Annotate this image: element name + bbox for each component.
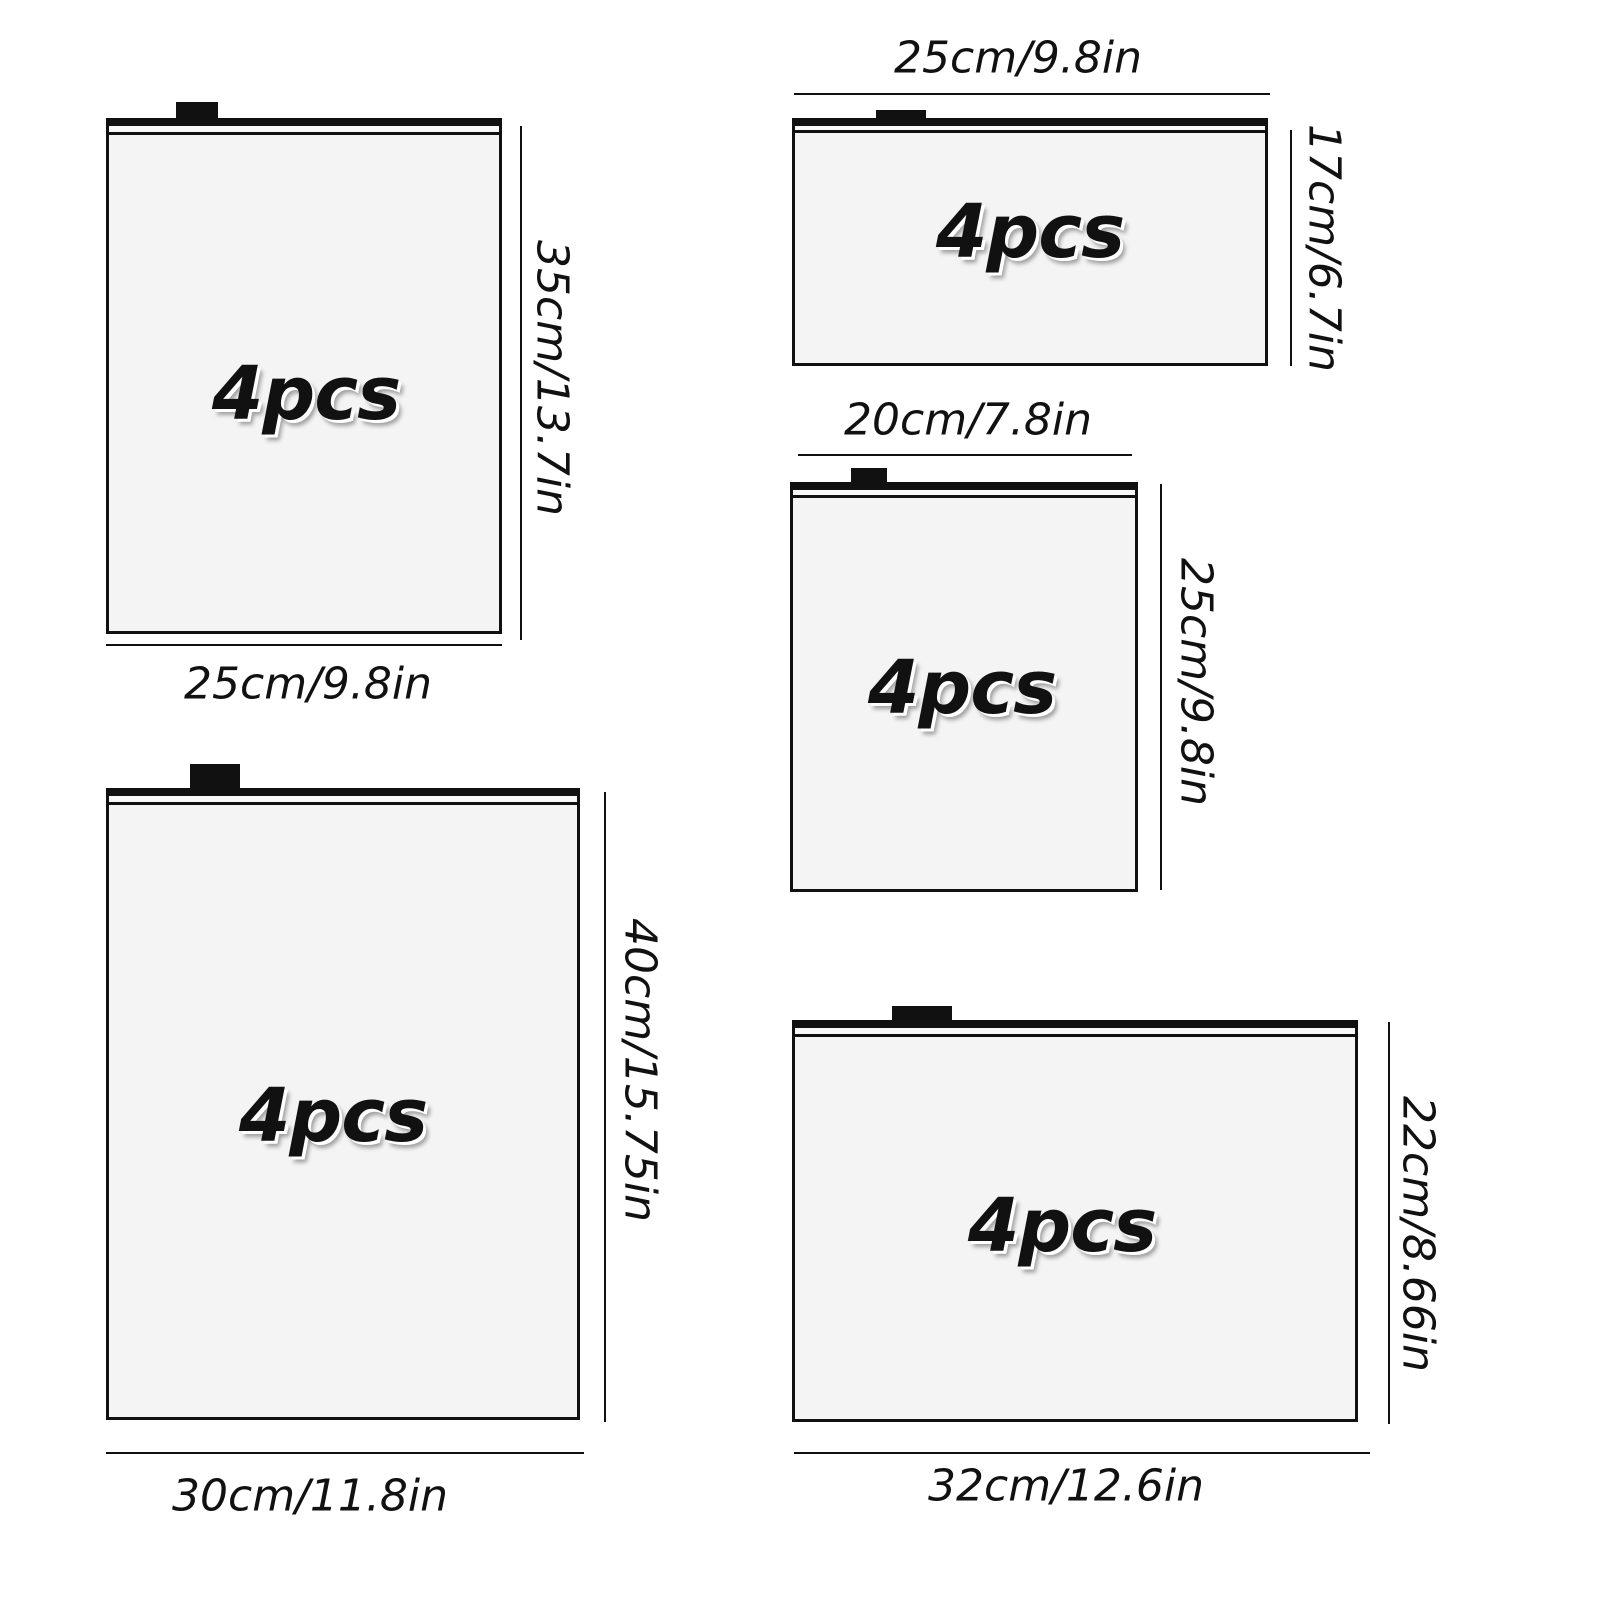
- bag-quantity: 4pcs: [935, 189, 1125, 275]
- height-dimension-line: [520, 126, 522, 640]
- height-dimension-line: [1388, 1022, 1390, 1424]
- zipper-strip: [795, 121, 1265, 133]
- bag-20x25: [790, 482, 1138, 892]
- zipper-strip: [793, 485, 1135, 498]
- bag-width-label: 25cm/9.8in: [184, 658, 432, 710]
- bag-30x40: [106, 788, 580, 1420]
- zipper-slider: [190, 764, 240, 790]
- bag-width-label: 32cm/12.6in: [928, 1460, 1204, 1512]
- zipper-slider: [876, 110, 926, 120]
- zipper-strip: [109, 791, 577, 805]
- bag-height-label: 22cm/8.66in: [1392, 1096, 1444, 1372]
- height-dimension-line: [1290, 130, 1292, 366]
- zipper-strip: [795, 1023, 1355, 1037]
- height-dimension-line: [604, 792, 606, 1422]
- width-dimension-line: [106, 1452, 584, 1454]
- bag-quantity: 4pcs: [238, 1073, 428, 1159]
- bag-quantity: 4pcs: [967, 1183, 1157, 1269]
- width-dimension-line: [106, 644, 502, 646]
- bag-quantity: 4pcs: [211, 351, 401, 437]
- bag-height-label: 35cm/13.7in: [526, 240, 578, 516]
- bag-height-label: 17cm/6.7in: [1298, 124, 1350, 372]
- bag-32x22: [792, 1020, 1358, 1422]
- zipper-slider: [176, 102, 218, 120]
- height-dimension-line: [1160, 484, 1162, 890]
- width-dimension-line: [798, 454, 1132, 456]
- bag-height-label: 25cm/9.8in: [1170, 558, 1222, 806]
- bag-25x35: [106, 118, 502, 634]
- bag-width-label: 20cm/7.8in: [844, 394, 1092, 446]
- zipper-strip: [109, 121, 499, 135]
- width-dimension-line: [794, 1452, 1370, 1454]
- bag-width-label: 30cm/11.8in: [172, 1470, 448, 1522]
- bag-25x17: [792, 118, 1268, 366]
- zipper-slider: [851, 468, 887, 484]
- zipper-slider: [892, 1006, 952, 1022]
- bag-width-label: 25cm/9.8in: [894, 32, 1142, 84]
- bag-height-label: 40cm/15.75in: [614, 918, 666, 1222]
- width-dimension-line: [794, 93, 1270, 95]
- bag-quantity: 4pcs: [867, 645, 1057, 731]
